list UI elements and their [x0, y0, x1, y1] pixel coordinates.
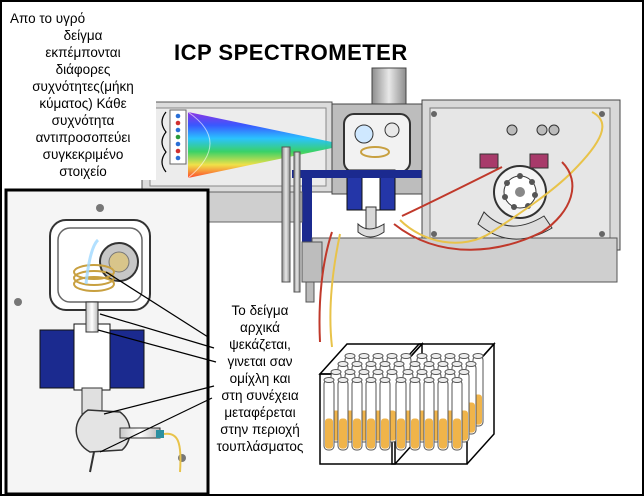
callout-lines — [97, 271, 217, 453]
emission-note: Απο το υγρό δείγμα εκπέμπονται διάφορες … — [10, 10, 156, 180]
emission-note-line: δείγμα — [63, 28, 103, 43]
test-tube — [437, 377, 449, 451]
emission-note-line: συχνότητα — [51, 113, 115, 128]
nebulizer-inset — [4, 188, 210, 494]
test-tube — [379, 377, 391, 451]
test-tube — [451, 377, 463, 451]
emission-note-line: Απο το υγρό — [10, 11, 86, 26]
emission-note-line: συγκεκριμένο — [42, 147, 124, 162]
test-tube — [351, 377, 363, 451]
emission-note-line: στοιχείο — [59, 164, 107, 179]
emission-note-line: κύματος) Κάθε — [39, 96, 127, 111]
spray-note-line: στην περιοχή — [220, 422, 300, 437]
emission-bracket — [161, 111, 167, 173]
test-tube — [423, 377, 435, 451]
test-tube — [395, 377, 407, 451]
emission-note-line: αντιπροσοπεύει — [35, 130, 131, 145]
test-tube — [323, 377, 335, 451]
test-tube — [337, 377, 349, 451]
spray-note-line: Το δείγμα — [231, 303, 289, 318]
test-tube — [365, 377, 377, 451]
spray-note-line: γινεται σαν — [227, 354, 293, 369]
test-tube — [409, 377, 421, 451]
spray-note: Το δείγμα αρχικά ψεκάζεται, γινεται σαν … — [206, 302, 314, 455]
pump-panel — [301, 99, 621, 283]
spray-note-line: ψεκάζεται, — [229, 337, 291, 352]
emission-note-line: διάφορες — [55, 62, 111, 77]
emission-note-line: εκπέμπονται — [45, 45, 121, 60]
base-rail — [292, 170, 427, 178]
page-title: ICP SPECTROMETER — [174, 40, 408, 65]
spray-note-line: στη συνέχεια — [221, 388, 299, 403]
sample-racks — [318, 342, 496, 465]
spray-note-line: μεταφέρεται — [224, 405, 296, 420]
sample-tubing — [318, 111, 604, 348]
emission-note-line: συχνότητες(μήκη — [32, 79, 134, 94]
torch-housing — [331, 67, 425, 238]
spray-note-line: αρχικά — [240, 320, 280, 335]
spray-note-line: ομίχλη και — [229, 371, 291, 386]
spray-note-line: τουπλάσματος — [216, 439, 304, 454]
emission-spectrum — [188, 112, 332, 178]
